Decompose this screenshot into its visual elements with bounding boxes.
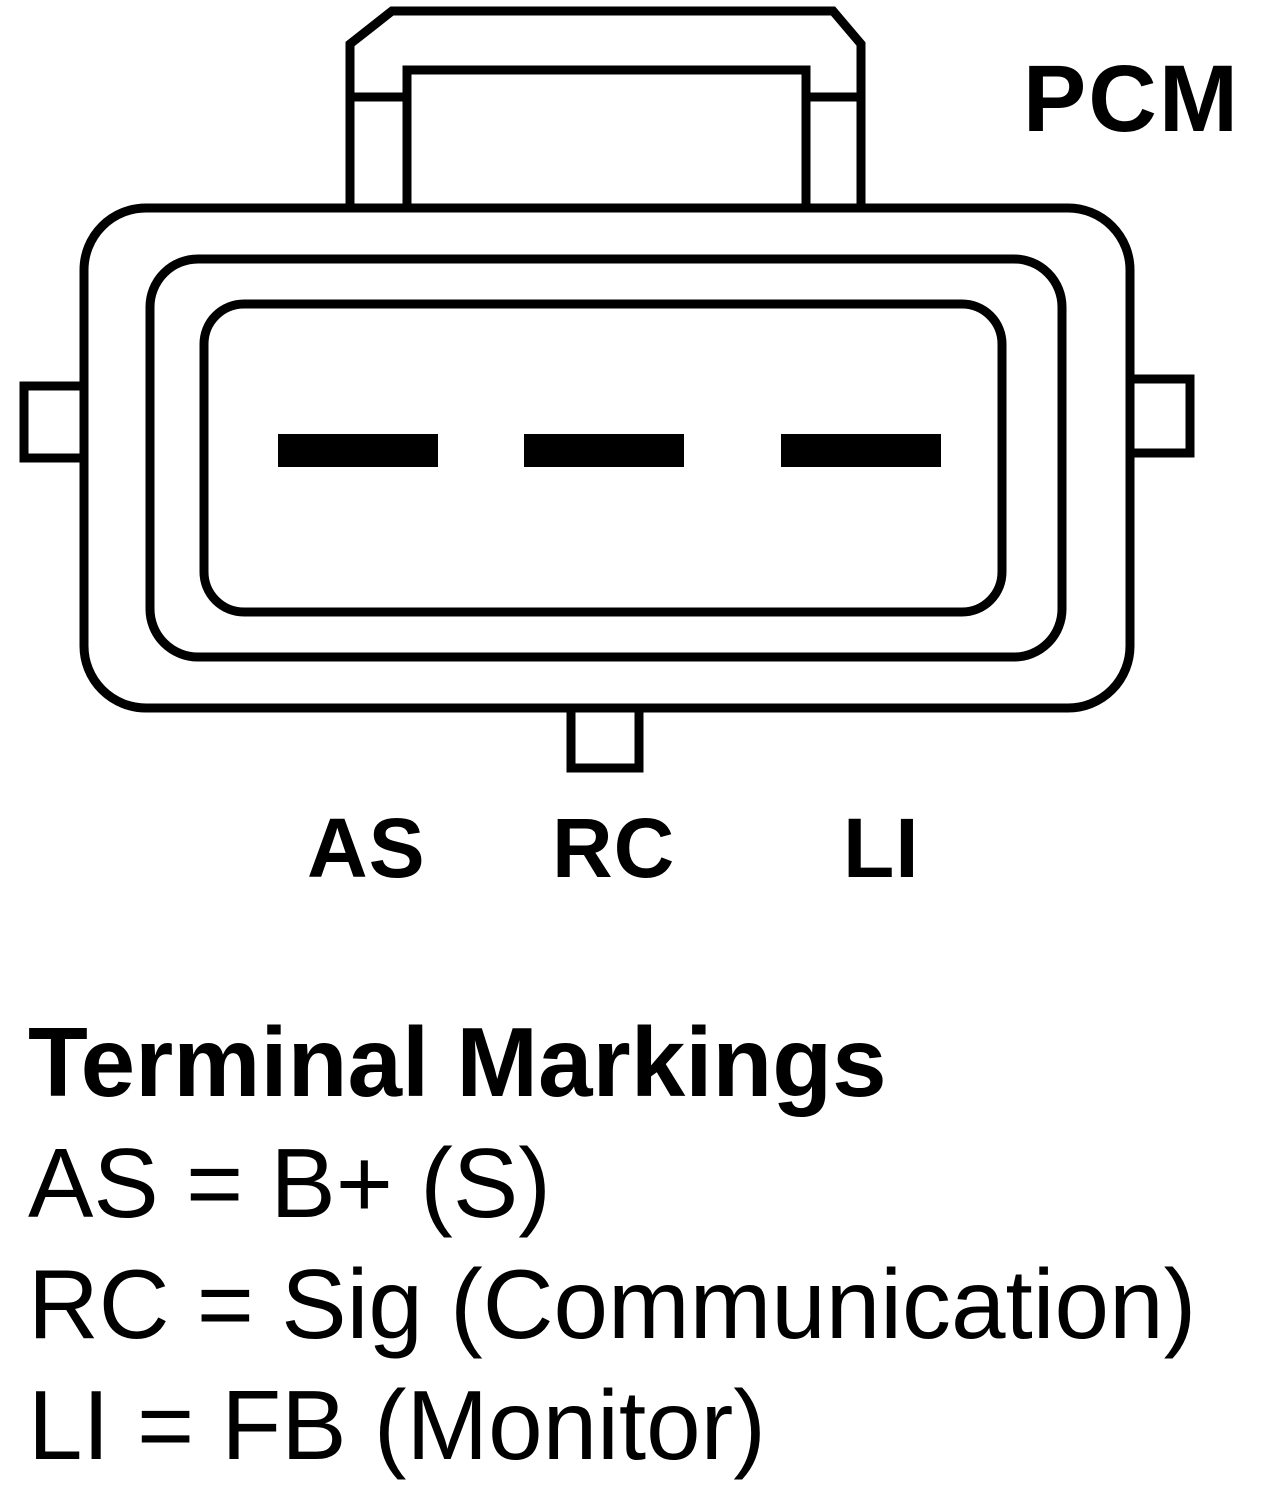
terminal-slot-rc — [524, 434, 684, 467]
terminal-slot-li — [781, 434, 941, 467]
connector-latch — [345, 6, 866, 217]
pcm-label: PCM — [1022, 46, 1240, 152]
pin-label-as: AS — [307, 801, 426, 895]
legend-entry-as: AS = B+ (S) — [28, 1128, 551, 1238]
legend-entry-li: LI = FB (Monitor) — [28, 1370, 766, 1480]
legend-entry-rc: RC = Sig (Communication) — [28, 1249, 1197, 1359]
terminal-slot-as — [278, 434, 438, 467]
terminal-markings-legend: Terminal Markings AS = B+ (S) RC = Sig (… — [28, 1002, 1196, 1486]
pin-label-li: LI — [843, 801, 920, 895]
terminal-slots — [278, 434, 941, 467]
legend-title: Terminal Markings — [28, 1007, 887, 1117]
pin-label-rc: RC — [552, 801, 676, 895]
